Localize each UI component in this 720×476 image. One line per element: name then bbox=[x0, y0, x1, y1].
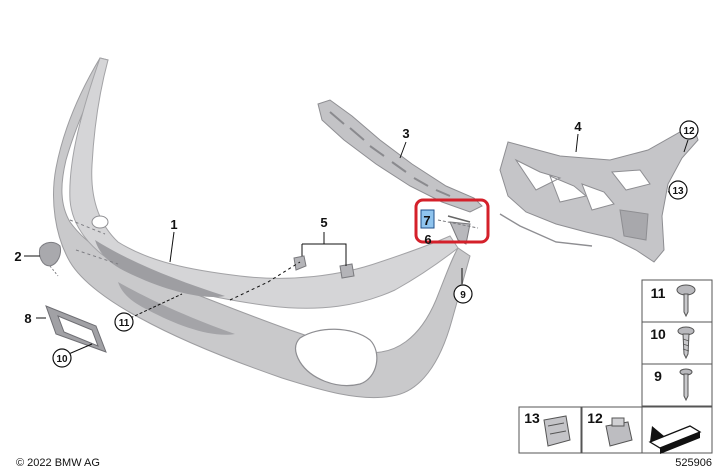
callout-11: 11 bbox=[119, 318, 130, 329]
copyright-text: © 2022 BMW AG bbox=[16, 457, 100, 469]
legend-row-9[interactable] bbox=[641, 363, 713, 407]
document-number: 525906 bbox=[675, 457, 712, 469]
legend-label-9: 9 bbox=[654, 368, 662, 384]
legend-label-13: 13 bbox=[524, 410, 540, 426]
license-plate-base bbox=[45, 305, 107, 353]
callout-3[interactable]: 3 bbox=[402, 126, 409, 141]
upper-carrier-bracket bbox=[317, 99, 483, 213]
callout-5[interactable]: 5 bbox=[320, 215, 327, 230]
legend-label-11: 11 bbox=[651, 285, 666, 301]
leader-lines bbox=[24, 133, 689, 357]
callout-10: 10 bbox=[56, 354, 68, 365]
callout-12: 12 bbox=[683, 126, 695, 137]
callout-13-circle[interactable]: 13 bbox=[668, 180, 688, 200]
small-bracket bbox=[449, 221, 471, 245]
legend-row-11[interactable] bbox=[641, 279, 713, 323]
legend-label-12: 12 bbox=[587, 410, 603, 426]
speed-nut-12-icon bbox=[605, 417, 633, 447]
screw-10-icon bbox=[677, 326, 695, 360]
direction-arrow-icon bbox=[648, 425, 702, 454]
callout-8[interactable]: 8 bbox=[24, 311, 31, 326]
callout-9-circle[interactable]: 9 bbox=[453, 284, 473, 304]
callout-2[interactable]: 2 bbox=[14, 249, 21, 264]
side-bracket-assembly bbox=[499, 127, 699, 263]
callout-13: 13 bbox=[672, 186, 684, 197]
clip-nut-13-icon bbox=[543, 415, 571, 447]
callout-11-circle[interactable]: 11 bbox=[114, 312, 134, 332]
callout-7[interactable]: 7 bbox=[423, 213, 430, 228]
screw-11-icon bbox=[676, 284, 696, 318]
callout-4[interactable]: 4 bbox=[574, 119, 582, 134]
selected-callout-bg bbox=[420, 209, 435, 229]
callout-9: 9 bbox=[460, 290, 466, 301]
callout-10-circle[interactable]: 10 bbox=[52, 348, 72, 368]
tow-eye-cover bbox=[39, 241, 61, 277]
hardware-legend: 11 10 9 13 12 bbox=[518, 279, 713, 454]
bumper-cover bbox=[53, 57, 471, 399]
legend-label-10: 10 bbox=[650, 326, 666, 342]
callout-12-circle[interactable]: 12 bbox=[679, 120, 699, 140]
screw-9-icon bbox=[679, 368, 693, 402]
clip-left bbox=[293, 255, 307, 271]
callout-1[interactable]: 1 bbox=[170, 217, 177, 232]
highlight-frame bbox=[414, 198, 490, 244]
callout-6[interactable]: 6 bbox=[424, 232, 431, 247]
clip-right bbox=[339, 263, 355, 279]
legend-row-10[interactable] bbox=[641, 321, 713, 365]
